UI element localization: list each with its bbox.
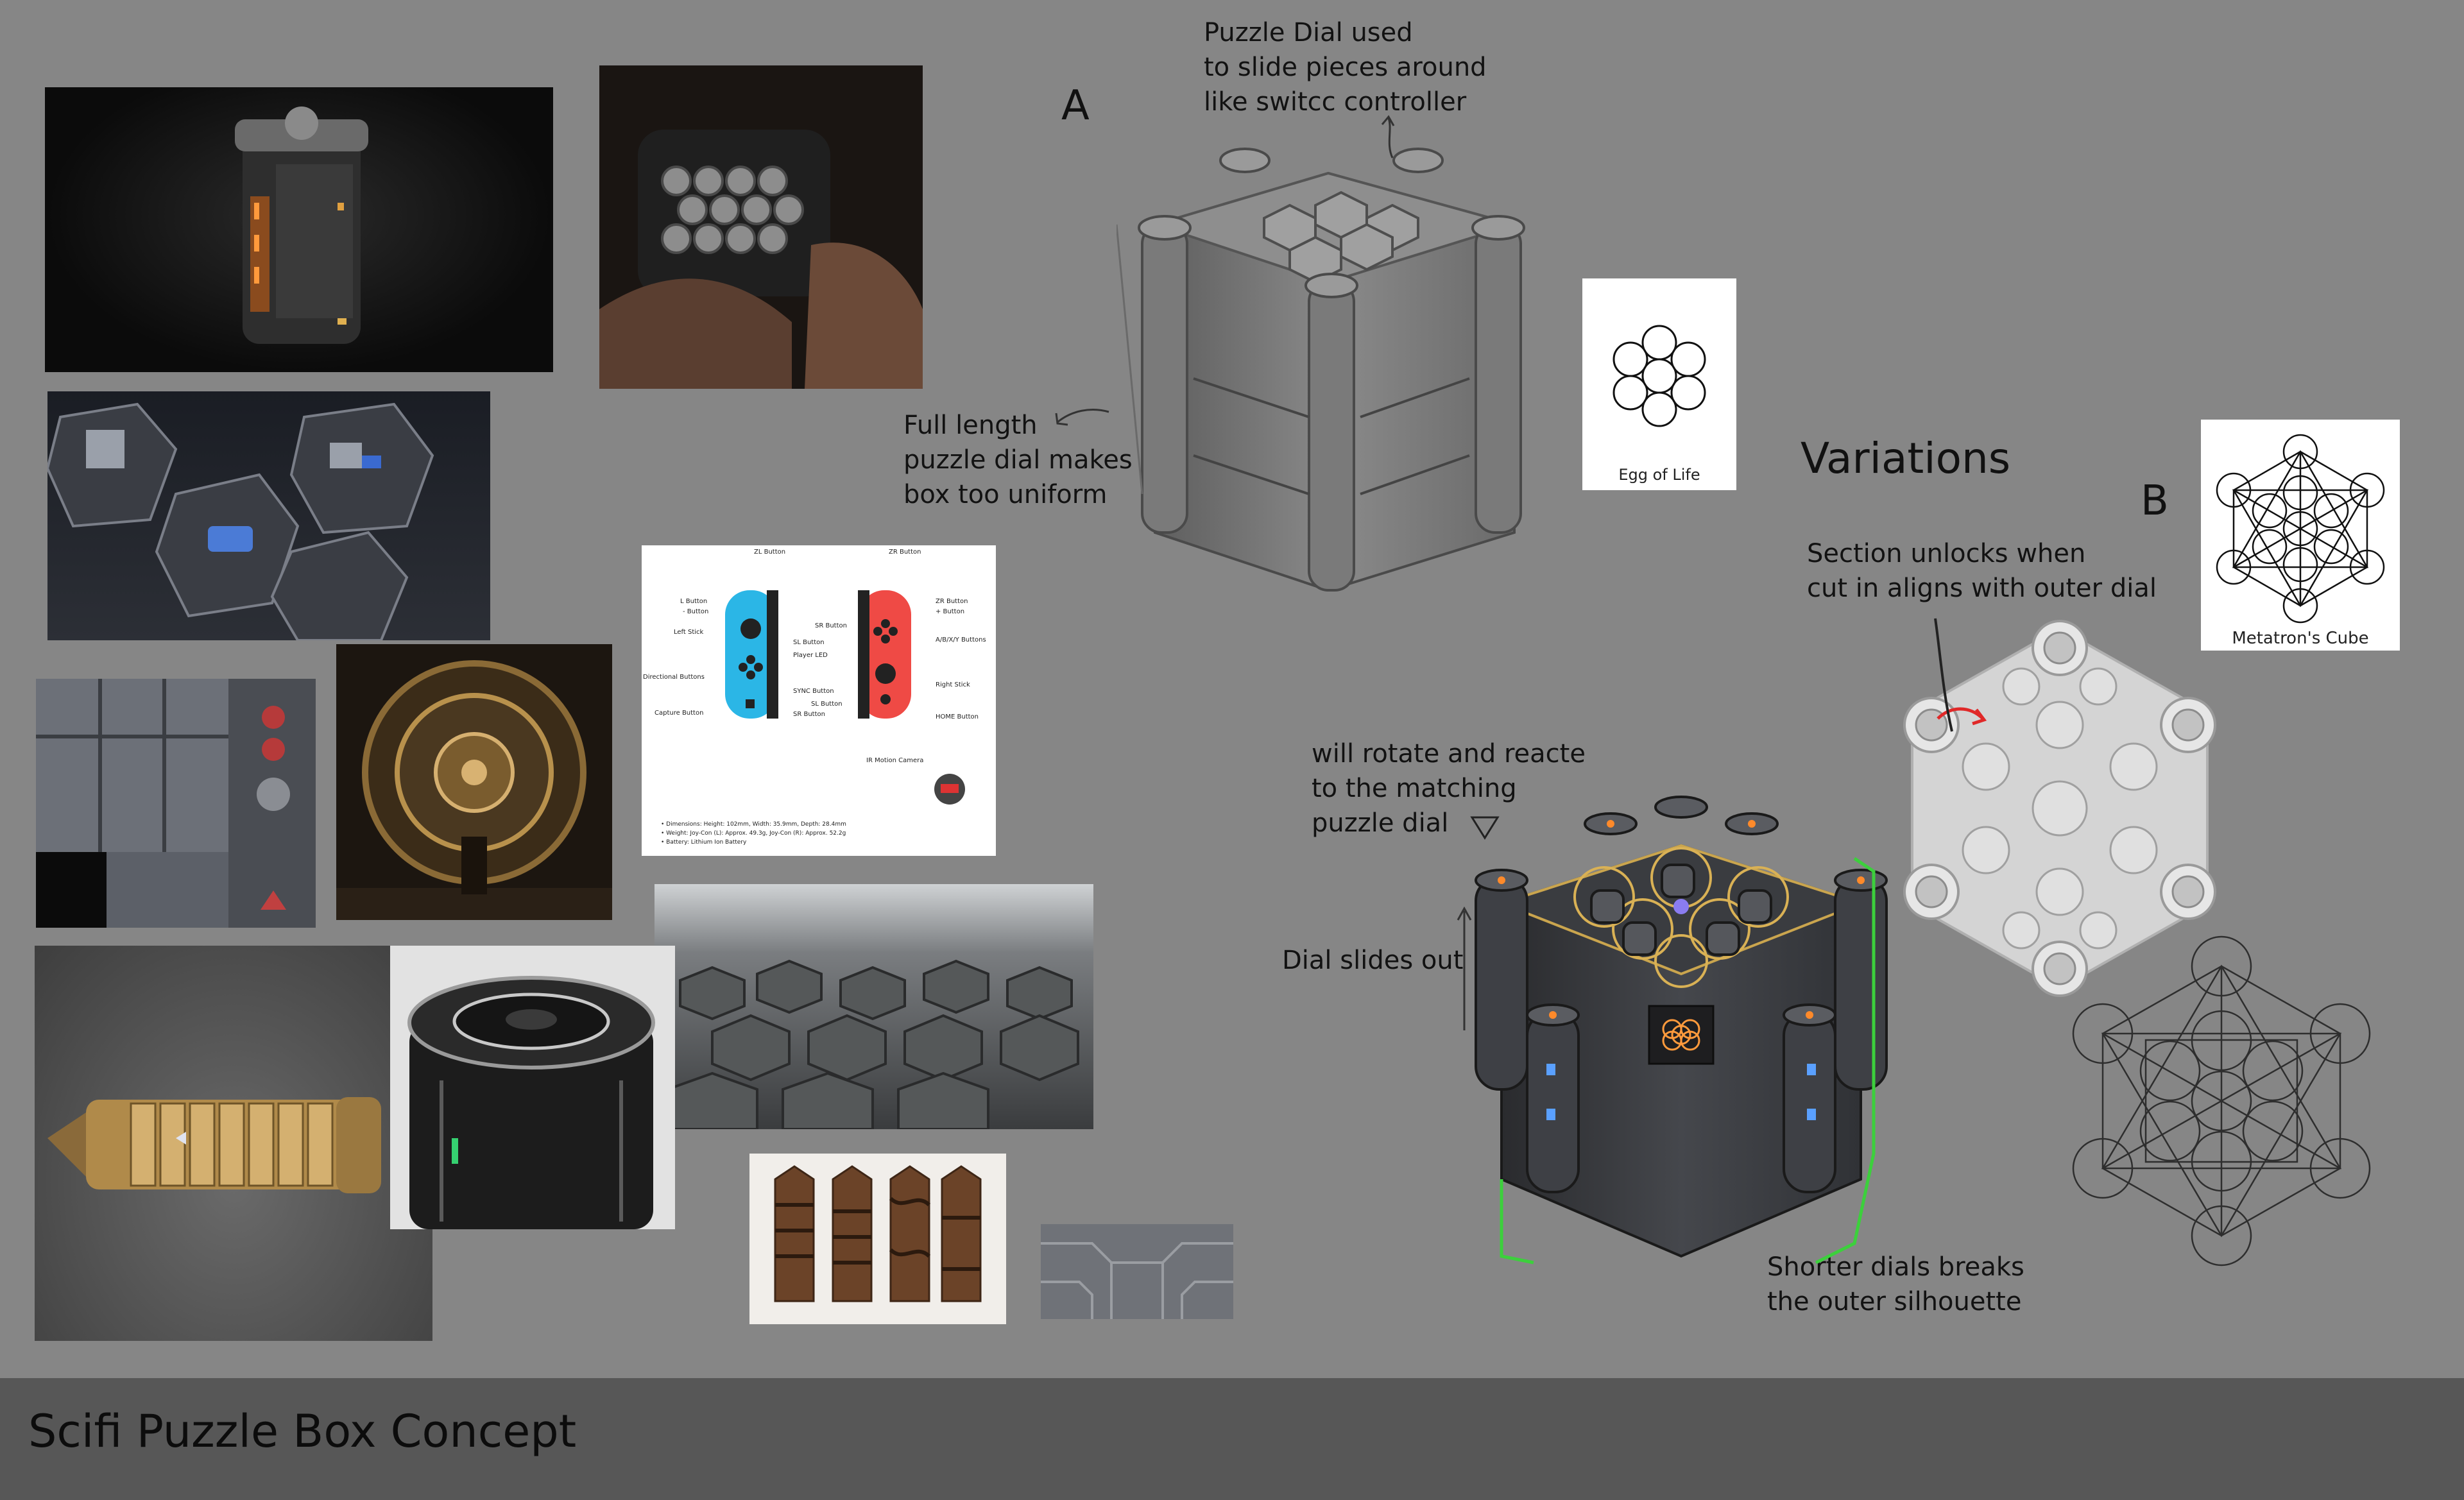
joycon-label-sr-left: SR Button bbox=[815, 622, 847, 629]
section-label-b: B bbox=[2141, 477, 2169, 525]
joycon-spec-dimensions: • Dimensions: Height: 102mm, Width: 35.9… bbox=[661, 821, 846, 828]
joycon-label-zr-side: ZR Button bbox=[936, 598, 968, 605]
reference-photo-metal-panel bbox=[36, 679, 316, 928]
joycon-label-sr-right: SR Button bbox=[793, 711, 825, 718]
reference-photo-wooden-blocks bbox=[749, 1154, 1006, 1324]
joycon-label-zr: ZR Button bbox=[889, 549, 921, 556]
egg-of-life-caption: Egg of Life bbox=[1618, 466, 1700, 484]
joycon-label-zl: ZL Button bbox=[754, 549, 786, 556]
joycon-label-abxy: A/B/X/Y Buttons bbox=[936, 636, 986, 643]
reference-photo-hands-puzzle bbox=[599, 65, 923, 389]
metatrons-cube-sketch bbox=[2067, 934, 2375, 1268]
joycon-label-sl-left: SL Button bbox=[793, 639, 825, 646]
section-label-a: A bbox=[1061, 82, 1090, 130]
joycon-label-ir-camera: IR Motion Camera bbox=[866, 757, 924, 764]
metatrons-cube-card: Metatron's Cube bbox=[2201, 420, 2400, 651]
annotation-section-unlocks: Section unlocks when cut in aligns with … bbox=[1807, 539, 2157, 603]
joycon-label-right-stick: Right Stick bbox=[936, 681, 970, 688]
reference-photo-metal-trim bbox=[1041, 1224, 1233, 1319]
joycon-label-left-stick: Left Stick bbox=[674, 629, 704, 636]
reference-photo-dark-device bbox=[45, 87, 553, 372]
arrow-section-unlocks bbox=[1934, 618, 1953, 732]
reference-photo-basalt-columns bbox=[654, 884, 1093, 1129]
annotation-will-rotate: will rotate and reacte to the matching p… bbox=[1312, 739, 1586, 838]
joycon-label-dpad: Directional Buttons bbox=[643, 674, 705, 681]
reference-photo-scifi-cubes bbox=[47, 391, 490, 640]
arrow-puzzle-dial bbox=[1381, 115, 1395, 158]
joycon-label-minus: - Button bbox=[683, 608, 709, 615]
joycon-diagram: ZL Button L Button - Button Left Stick D… bbox=[642, 545, 996, 856]
joycon-label-l: L Button bbox=[680, 598, 708, 605]
metatrons-cube-caption: Metatron's Cube bbox=[2232, 629, 2369, 648]
concept-b-model bbox=[1457, 794, 1906, 1282]
annotation-puzzle-dial: Puzzle Dial used to slide pieces around … bbox=[1204, 18, 1487, 117]
variations-heading: Variations bbox=[1801, 434, 2011, 483]
annotation-dial-slides: Dial slides out bbox=[1282, 946, 1464, 975]
egg-of-life-card: Egg of Life bbox=[1582, 278, 1736, 490]
annotation-full-length: Full length puzzle dial makes box too un… bbox=[903, 411, 1133, 509]
joycon-label-sync: SYNC Button bbox=[793, 688, 834, 695]
joycon-label-sl-right: SL Button bbox=[811, 701, 843, 708]
joycon-spec-battery: • Battery: Lithium Ion Battery bbox=[661, 839, 747, 846]
arrow-dial-slides bbox=[1457, 906, 1472, 1030]
concept-a-model bbox=[1116, 122, 1566, 622]
arrow-will-rotate bbox=[1470, 816, 1500, 840]
arrow-full-length bbox=[1055, 409, 1109, 426]
annotation-shorter-dials: Shorter dials breaks the outer silhouett… bbox=[1767, 1252, 2024, 1317]
joycon-label-capture: Capture Button bbox=[654, 710, 704, 717]
joycon-label-home: HOME Button bbox=[936, 713, 979, 720]
joycon-label-plus: + Button bbox=[936, 608, 965, 615]
joycon-label-player-led: Player LED bbox=[793, 652, 828, 659]
concept-b-top-view bbox=[1887, 616, 2233, 1001]
footer-bar: Scifi Puzzle Box Concept bbox=[0, 1378, 2464, 1500]
reference-photo-round-device bbox=[390, 946, 675, 1229]
joycon-spec-weight: • Weight: Joy-Con (L): Approx. 49.3g, Jo… bbox=[661, 830, 846, 837]
reference-photo-golden-portal bbox=[336, 644, 612, 920]
page-title: Scifi Puzzle Box Concept bbox=[28, 1405, 577, 1458]
reference-photo-cryptex bbox=[35, 946, 432, 1341]
